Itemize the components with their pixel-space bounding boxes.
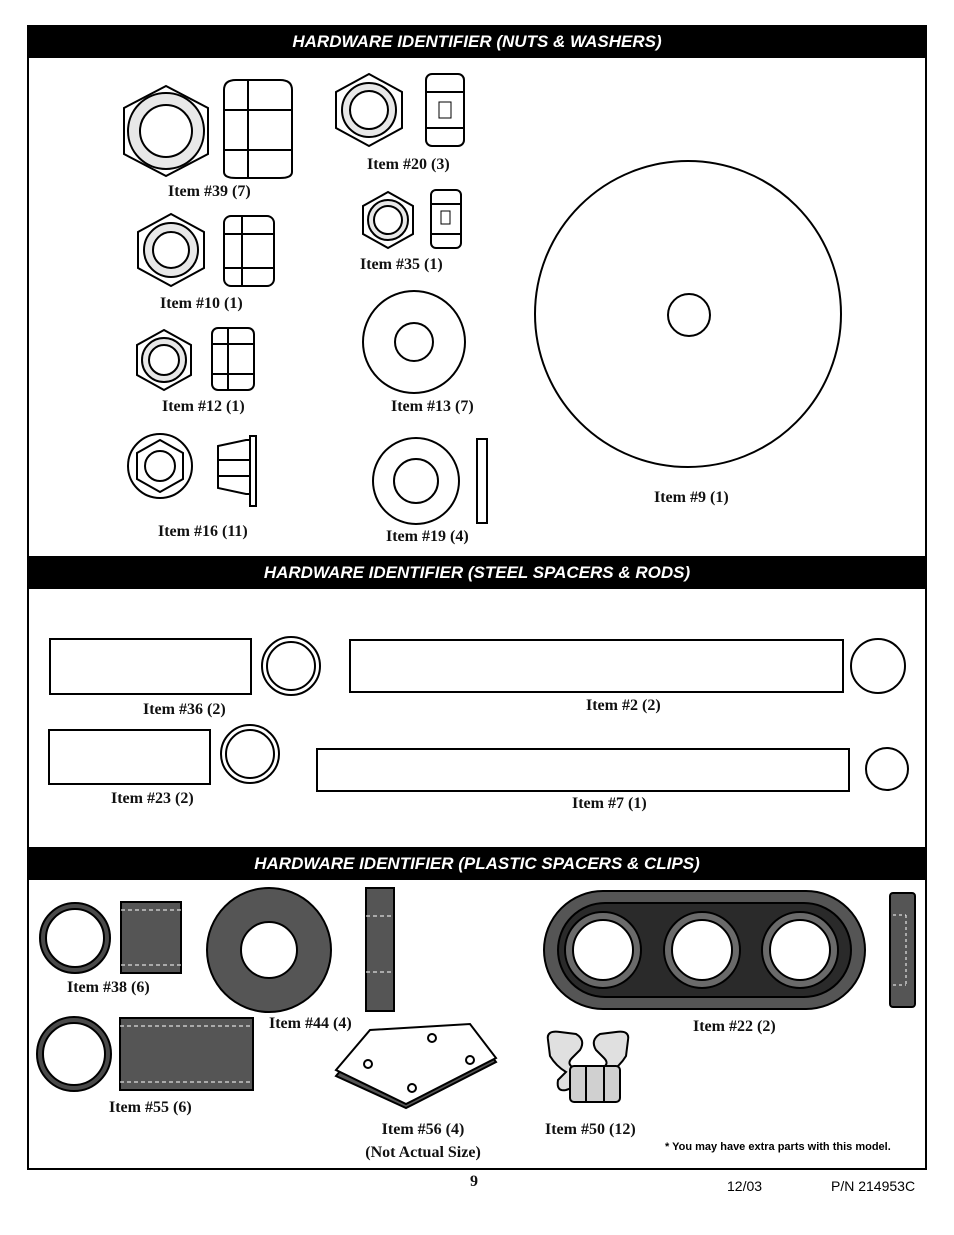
clip-item-50-icon xyxy=(546,1030,630,1103)
spacer-item-22-icon xyxy=(543,890,916,1010)
label-item-55: Item #55 (6) xyxy=(109,1099,192,1116)
label-item-38: Item #38 (6) xyxy=(67,979,150,996)
washer-item-19-icon xyxy=(372,437,488,525)
section-header-plastic: HARDWARE IDENTIFIER (PLASTIC SPACERS & C… xyxy=(27,847,927,880)
label-item-16: Item #16 (11) xyxy=(158,523,248,540)
nut-item-10-icon xyxy=(137,212,275,288)
nut-item-12-icon xyxy=(136,327,255,392)
label-item-22: Item #22 (2) xyxy=(693,1018,776,1035)
nut-item-39-icon xyxy=(123,79,293,179)
label-item-13: Item #13 (7) xyxy=(391,398,474,415)
flange-nut-item-16-icon xyxy=(127,433,257,507)
spacer-item-36-icon xyxy=(49,636,321,696)
nut-item-35-icon xyxy=(362,189,462,250)
spacer-item-23-icon xyxy=(48,724,280,785)
section-header-nuts: HARDWARE IDENTIFIER (NUTS & WASHERS) xyxy=(27,25,927,58)
section-header-steel: HARDWARE IDENTIFIER (STEEL SPACERS & ROD… xyxy=(27,556,927,589)
rod-item-7-icon xyxy=(316,747,909,792)
label-item-2: Item #2 (2) xyxy=(586,697,661,714)
label-item-10: Item #10 (1) xyxy=(160,295,243,312)
spacer-item-38-icon xyxy=(39,901,182,974)
label-item-23: Item #23 (2) xyxy=(111,790,194,807)
label-item-12: Item #12 (1) xyxy=(162,398,245,415)
nut-item-20-icon xyxy=(335,72,465,148)
label-item-39: Item #39 (7) xyxy=(168,183,251,200)
label-item-19: Item #19 (4) xyxy=(386,528,469,545)
label-item-56-note: (Not Actual Size) xyxy=(365,1144,481,1161)
label-item-20: Item #20 (3) xyxy=(367,156,450,173)
label-item-9: Item #9 (1) xyxy=(654,489,729,506)
spacer-item-55-icon xyxy=(36,1016,254,1092)
rod-item-2-icon xyxy=(349,638,906,694)
label-item-7: Item #7 (1) xyxy=(572,795,647,812)
washer-item-44-icon xyxy=(206,887,395,1013)
label-item-56: Item #56 (4) xyxy=(381,1121,465,1138)
revision-date: 12/03 xyxy=(727,1178,763,1194)
plate-item-56-icon xyxy=(334,1022,498,1110)
washer-item-13-icon xyxy=(362,290,466,394)
page-number: 9 xyxy=(470,1173,478,1190)
label-item-36: Item #36 (2) xyxy=(143,701,226,718)
label-item-44: Item #44 (4) xyxy=(269,1015,352,1032)
extra-parts-note: * You may have extra parts with this mod… xyxy=(665,1141,891,1153)
label-item-50: Item #50 (12) xyxy=(545,1121,636,1138)
washer-item-9-icon xyxy=(534,160,842,468)
part-number: P/N 214953C xyxy=(831,1178,916,1194)
label-item-35: Item #35 (1) xyxy=(360,256,443,273)
